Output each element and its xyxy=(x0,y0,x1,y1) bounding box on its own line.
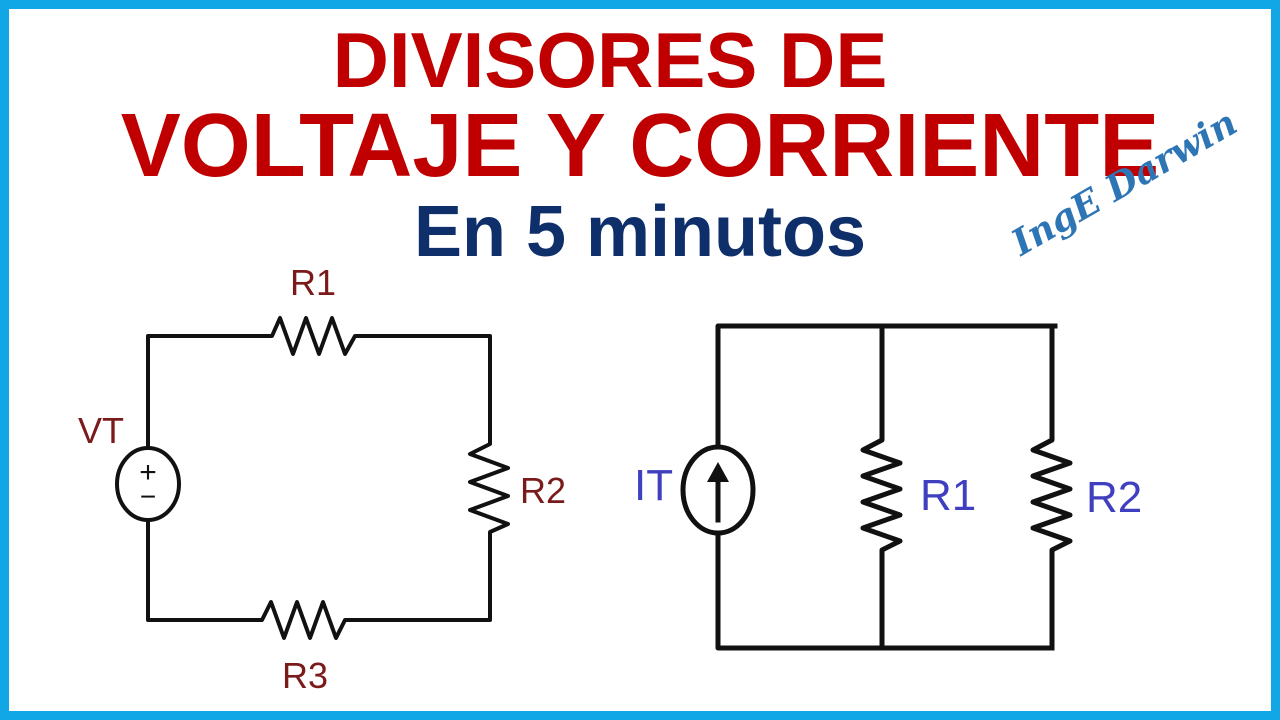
voltage-source-plus: + xyxy=(139,456,157,489)
resistor-r2-label: R2 xyxy=(520,470,566,511)
voltage-divider-circuit xyxy=(115,316,510,640)
branch-r2-label: R2 xyxy=(1086,473,1142,522)
voltage-divider-top-wire xyxy=(146,334,264,450)
resistor-r2-branch-symbol xyxy=(1030,323,1073,651)
voltage-source-minus: − xyxy=(140,481,156,512)
voltage-divider-bottom-left-wire xyxy=(146,518,257,622)
title-line-2: VOLTAJE Y CORRIENTE xyxy=(120,96,1160,196)
subtitle: En 5 minutos xyxy=(413,192,867,272)
resistor-r3-symbol xyxy=(253,600,354,640)
voltage-divider-top-right-wire xyxy=(363,334,492,436)
current-divider-circuit xyxy=(680,323,1073,651)
voltage-source-symbol xyxy=(115,446,181,522)
resistor-r2-symbol xyxy=(468,432,510,544)
resistor-r1-symbol xyxy=(260,316,367,356)
current-divider-top-wire xyxy=(715,323,1058,451)
resistor-r1-branch-symbol xyxy=(860,323,903,651)
voltage-divider-bottom-right-wire xyxy=(350,540,492,622)
current-source-arrowhead xyxy=(707,462,729,482)
title-line-1: DIVISORES DE xyxy=(332,16,888,104)
resistor-r3-label: R3 xyxy=(282,655,328,696)
voltage-source-label: VT xyxy=(78,410,124,451)
branch-r1-label: R1 xyxy=(920,471,976,520)
current-source-label: IT xyxy=(634,461,673,510)
current-divider-bottom-wire xyxy=(715,529,1053,651)
resistor-r1-label: R1 xyxy=(290,262,336,303)
